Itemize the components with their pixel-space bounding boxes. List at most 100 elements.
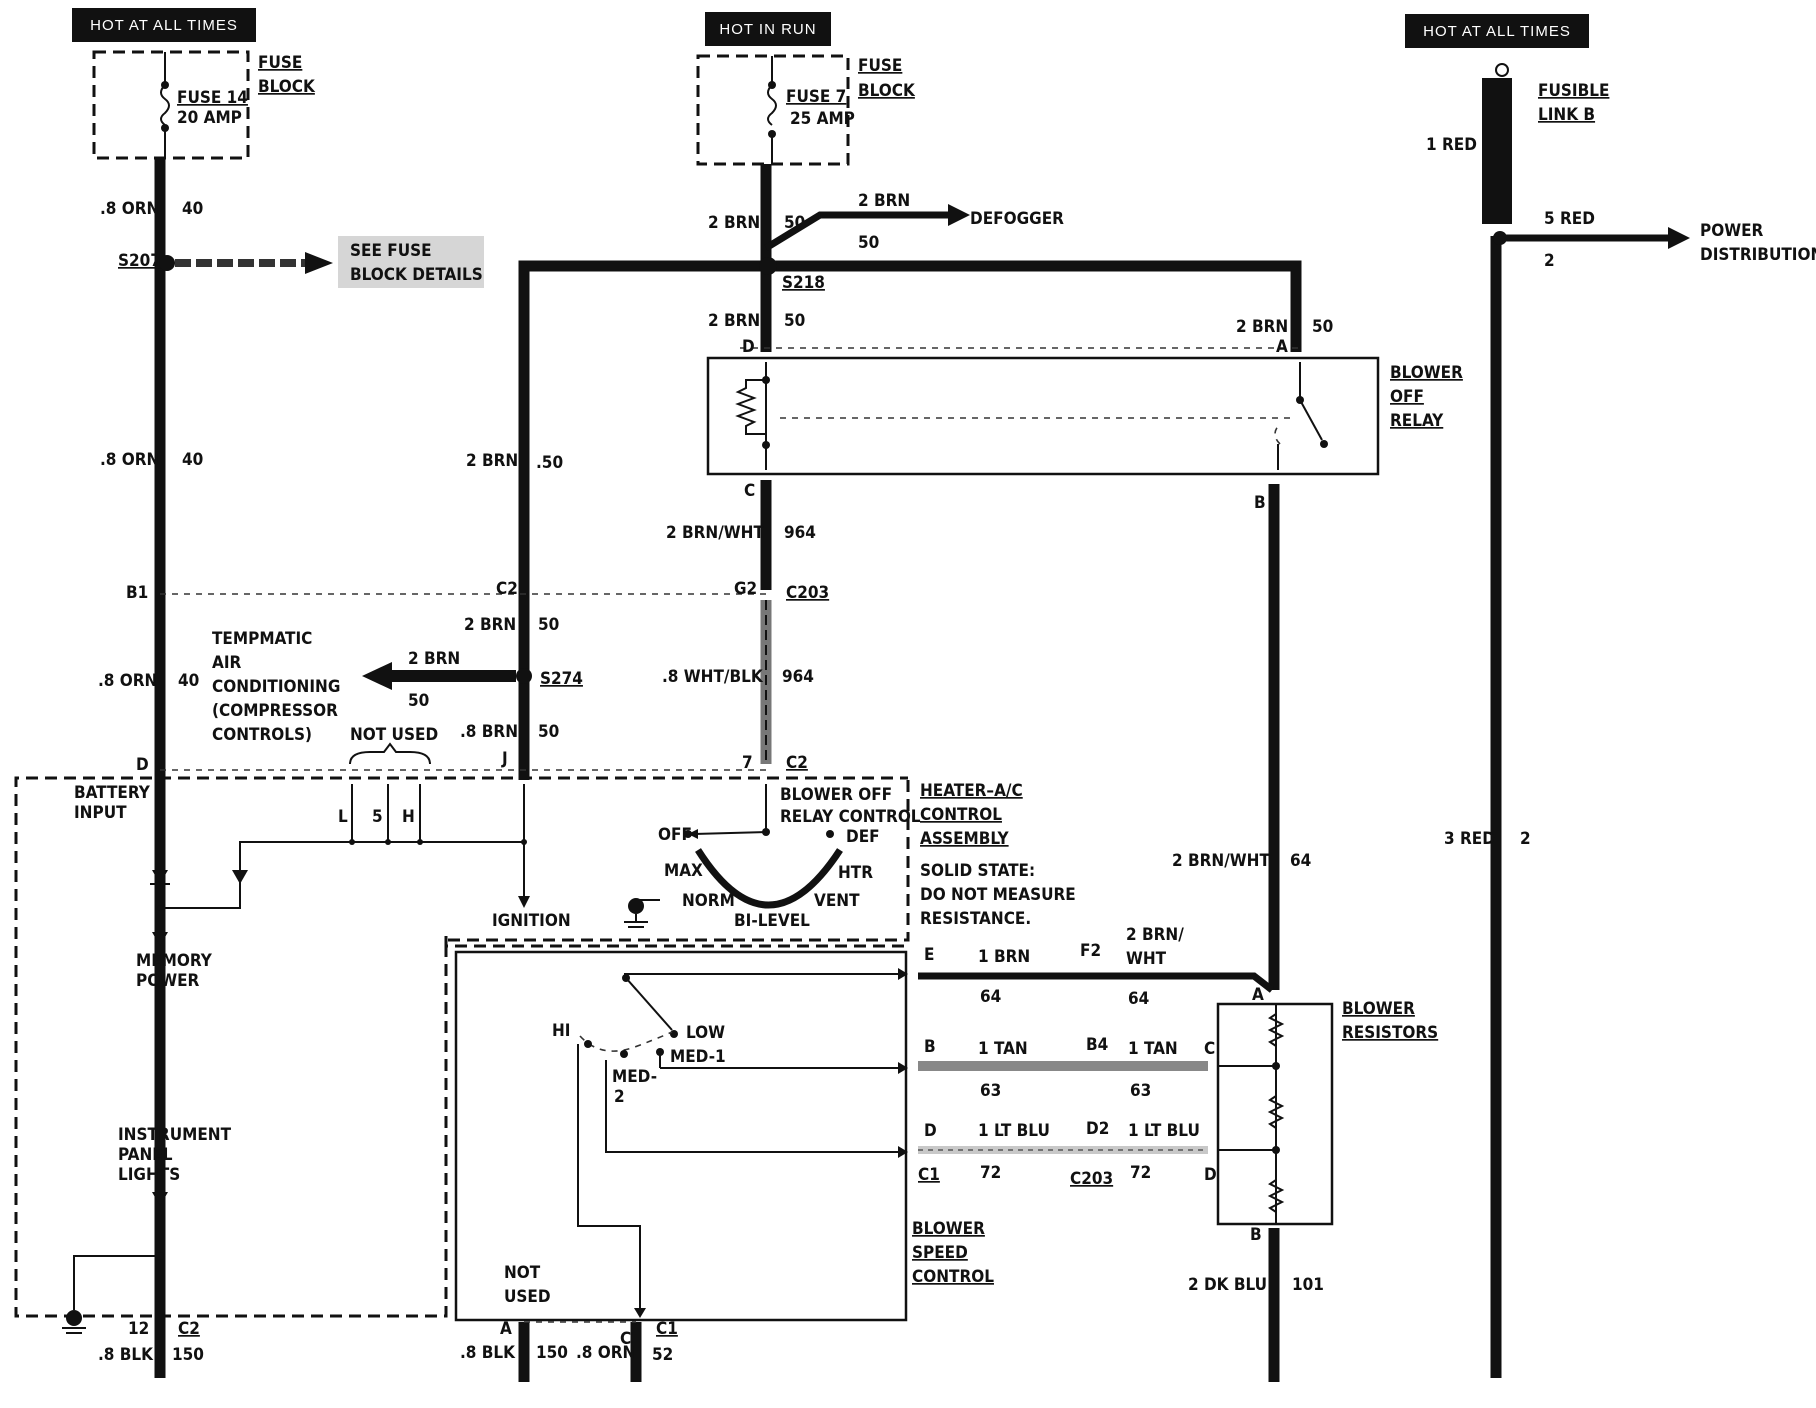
diagram-label: NOT USED <box>350 725 438 745</box>
diagram-label: 1 TAN <box>1128 1039 1178 1059</box>
diagram-label: C2 <box>178 1319 200 1339</box>
diagram-label: (COMPRESSOR <box>212 701 338 721</box>
diagram-label: 101 <box>1292 1275 1324 1295</box>
diagram-label: B <box>1250 1225 1262 1245</box>
diagram-label: SEE FUSE <box>350 241 432 261</box>
diagram-label: RELAY CONTROL <box>780 807 921 827</box>
diagram-label: 150 <box>172 1345 204 1365</box>
diagram-label: 2 BRN <box>858 191 910 211</box>
tempmatic-label: TEMPMATIC AIR CONDITIONING (COMPRESSOR C… <box>212 629 340 745</box>
diagram-label: CONTROL <box>912 1267 994 1287</box>
arrow-icon <box>1668 227 1690 249</box>
diagram-label: A <box>1252 985 1264 1005</box>
diagram-label: BI-LEVEL <box>734 911 810 931</box>
diagram-label: MEMORY <box>136 951 213 971</box>
splice-s218 <box>759 257 777 275</box>
diagram-label: RELAY <box>1390 411 1444 431</box>
diagram-label: L <box>338 807 348 827</box>
diagram-label: USED <box>504 1287 551 1307</box>
diagram-label: .8 ORN <box>98 671 157 691</box>
diagram-label: C <box>1204 1039 1215 1059</box>
diagram-label: C203 <box>786 583 829 603</box>
diagram-label: 1 RED <box>1426 135 1477 155</box>
diagram-label: RESISTORS <box>1342 1023 1438 1043</box>
splice-s207 <box>159 255 175 271</box>
diagram-label: 50 <box>538 722 559 742</box>
diagram-label: C2 <box>496 579 518 599</box>
diagram-label: BLOCK <box>858 81 916 101</box>
diagram-label: .50 <box>536 453 563 473</box>
diagram-label: BLOWER OFF <box>780 785 892 805</box>
diagram-label: 5 RED <box>1544 209 1595 229</box>
wire-s218-bus <box>518 260 1302 780</box>
diagram-label: S218 <box>782 273 825 293</box>
diagram-label: 40 <box>182 199 203 219</box>
diagram-label: FUSE 14 <box>177 88 248 108</box>
header-left: HOT AT ALL TIMES <box>72 8 256 42</box>
diagram-label: C <box>620 1329 631 1349</box>
diagram-label: 40 <box>178 671 199 691</box>
diagram-label: 72 <box>980 1163 1001 1183</box>
diagram-label: POWER <box>136 971 200 991</box>
diagram-label: 2 BRN <box>464 615 516 635</box>
diagram-label: D <box>924 1121 937 1141</box>
diagram-label: BLOCK <box>258 77 316 97</box>
see-fuse-box <box>338 236 484 288</box>
diagram-label: 52 <box>652 1345 673 1365</box>
diagram-label: NOT <box>504 1263 541 1283</box>
diagram-label: 64 <box>980 987 1001 1007</box>
diagram-label: D2 <box>1086 1119 1109 1139</box>
diagram-label: RESISTANCE. <box>920 909 1031 929</box>
arrow-icon <box>948 204 970 226</box>
diagram-label: 2 <box>1520 829 1531 849</box>
diagram-label: CONTROLS) <box>212 725 312 745</box>
diagram-label: 2 DK BLU <box>1188 1275 1267 1295</box>
header-center: HOT IN RUN <box>705 12 831 46</box>
wire-brn-64 <box>918 972 1275 993</box>
diagram-label: BLOCK DETAILS <box>350 265 483 285</box>
diagram-label: MED-1 <box>670 1047 726 1067</box>
fuse-block-center: FUSE 7 25 AMP FUSE BLOCK <box>696 54 916 166</box>
diagram-label: 2 <box>614 1087 625 1107</box>
diagram-label: A <box>1276 337 1288 357</box>
diagram-label: HTR <box>838 863 873 883</box>
header-right: HOT AT ALL TIMES <box>1405 14 1589 48</box>
diagram-label: DEF <box>846 827 880 847</box>
diagram-label: C203 <box>1070 1169 1113 1189</box>
arrow-icon <box>305 252 333 274</box>
diagram-label: C <box>744 481 755 501</box>
diagram-label: 1 LT BLU <box>1128 1121 1200 1141</box>
diagram-label: D <box>1204 1165 1217 1185</box>
diagram-label: J <box>501 749 508 769</box>
splice-s274 <box>516 668 532 684</box>
diagram-label: B <box>1254 493 1266 513</box>
diagram-label: CONDITIONING <box>212 677 340 697</box>
diagram-label: .8 BRN <box>460 722 518 742</box>
diagram-label: 2 BRN/WHT <box>1172 851 1270 871</box>
diagram-label: B <box>924 1037 936 1057</box>
heater-ac-control-assembly: BATTERY INPUT MEMORY POWER L 5 H IGNITIO… <box>14 776 921 1334</box>
diagram-label: 63 <box>980 1081 1001 1101</box>
diagram-label: 50 <box>408 691 429 711</box>
diagram-label: 63 <box>1130 1081 1151 1101</box>
diagram-label: E <box>924 945 934 965</box>
diagram-label: .8 BLK <box>98 1345 154 1365</box>
diagram-label: HOT AT ALL TIMES <box>90 17 238 34</box>
diagram-label: B4 <box>1086 1035 1108 1055</box>
diagram-label: G2 <box>734 579 757 599</box>
diagram-label: 50 <box>858 233 879 253</box>
diagram-label: A <box>500 1319 512 1339</box>
diagram-label: IGNITION <box>492 911 571 931</box>
blower-speed-control: HI LOW MED-1 MED- 2 NOT USED <box>444 936 908 1322</box>
diagram-label: HEATER–A/C <box>920 781 1023 801</box>
arrow-icon <box>362 662 392 690</box>
diagram-label: 50 <box>1312 317 1333 337</box>
diagram-label: NORM <box>682 891 735 911</box>
diagram-label: FUSIBLE <box>1538 81 1609 101</box>
diagram-label: 25 AMP <box>790 109 855 129</box>
diagram-label: BATTERY <box>74 783 151 803</box>
diagram-label: INPUT <box>74 803 127 823</box>
diagram-label: CONTROL <box>920 805 1002 825</box>
diagram-label: DO NOT MEASURE <box>920 885 1076 905</box>
